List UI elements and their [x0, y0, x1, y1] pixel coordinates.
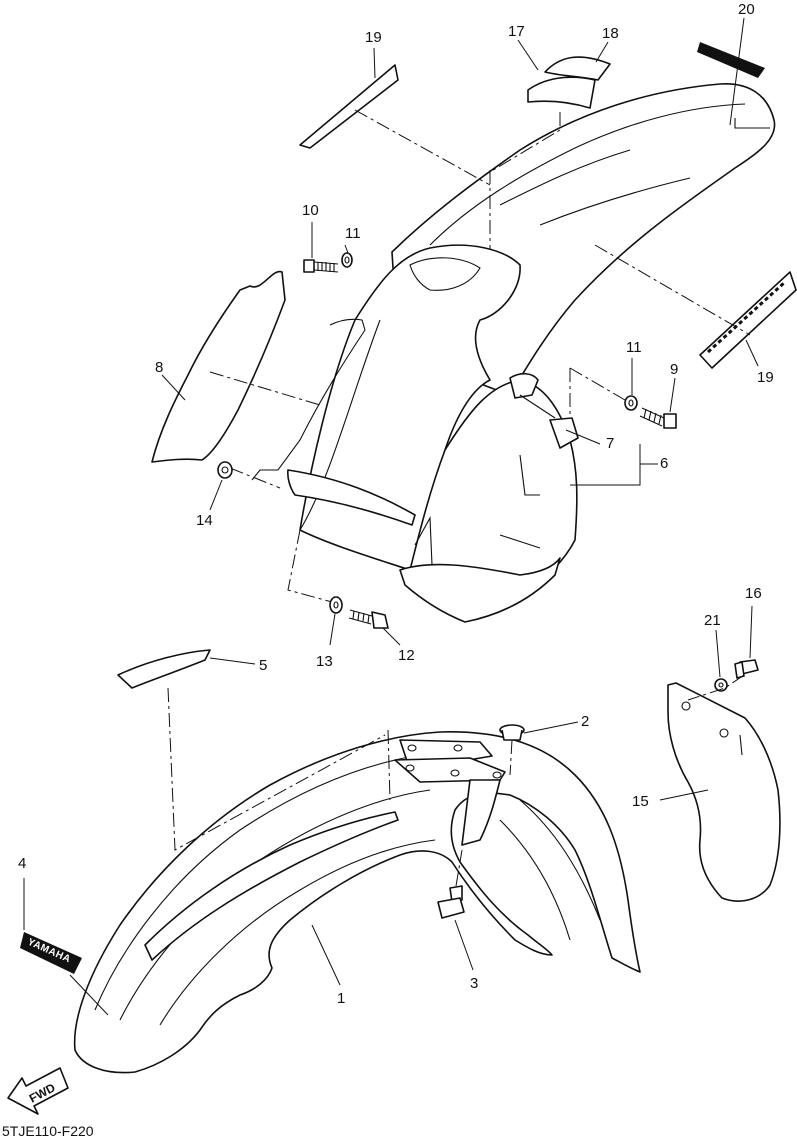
ref-line [687, 674, 745, 701]
front-fender [73, 731, 641, 1074]
ref-line [354, 109, 491, 186]
callout-20: 20 [738, 1, 755, 18]
decal-20-yamaha [697, 42, 765, 78]
washer-11-left [341, 252, 353, 268]
callout-15: 15 [632, 793, 649, 810]
callout-17: 17 [508, 23, 525, 40]
callout-9: 9 [670, 361, 678, 378]
callout-7: 7 [606, 435, 614, 452]
callout-19-top: 19 [365, 29, 382, 46]
side-cover-8 [151, 270, 321, 463]
callout-1: 1 [337, 990, 345, 1007]
callout-16: 16 [745, 585, 762, 602]
ref-line [569, 367, 626, 401]
callout-11-left: 11 [345, 225, 361, 242]
decal-4-yamaha: YAMAHA [20, 932, 82, 974]
ref-line [287, 529, 333, 603]
callout-2: 2 [581, 713, 589, 730]
ref-line [489, 112, 561, 173]
callout-19-side: 19 [757, 369, 774, 386]
callout-4: 4 [18, 855, 26, 872]
bolt-9 [639, 407, 677, 429]
decal-5 [117, 649, 211, 689]
screw-16 [734, 659, 759, 679]
washer-14 [217, 461, 233, 479]
ref-line [387, 729, 391, 801]
decal-18 [544, 56, 611, 81]
ref-line [594, 244, 751, 336]
decal-17 [527, 76, 596, 109]
chain-guard-15 [667, 682, 781, 902]
bolt-3 [437, 885, 465, 919]
washer-21 [714, 678, 728, 692]
ref-line [167, 687, 386, 851]
callout-12: 12 [398, 647, 415, 664]
washer-13 [329, 596, 343, 614]
callout-8: 8 [155, 359, 163, 376]
decal-19-top [299, 64, 399, 149]
rear-fender [287, 83, 776, 623]
fwd-arrow-icon: FWD [7, 1067, 69, 1115]
decal-19-side [699, 271, 797, 369]
bolt-12 [348, 609, 389, 629]
callout-5: 5 [259, 657, 267, 674]
callout-13: 13 [316, 653, 333, 670]
diagram-code: 5TJE110-F220 [2, 1123, 94, 1139]
callout-21: 21 [704, 612, 721, 629]
washer-11-right [624, 395, 638, 411]
grommet-2 [499, 724, 525, 741]
callout-6: 6 [660, 455, 668, 472]
callout-14: 14 [196, 512, 213, 529]
callout-11-right: 11 [626, 339, 642, 356]
callout-18: 18 [602, 25, 619, 42]
callout-10: 10 [302, 202, 319, 219]
bolt-10 [303, 259, 339, 273]
callout-3: 3 [470, 975, 478, 992]
ref-line [229, 467, 281, 489]
fender-stay [251, 318, 366, 481]
